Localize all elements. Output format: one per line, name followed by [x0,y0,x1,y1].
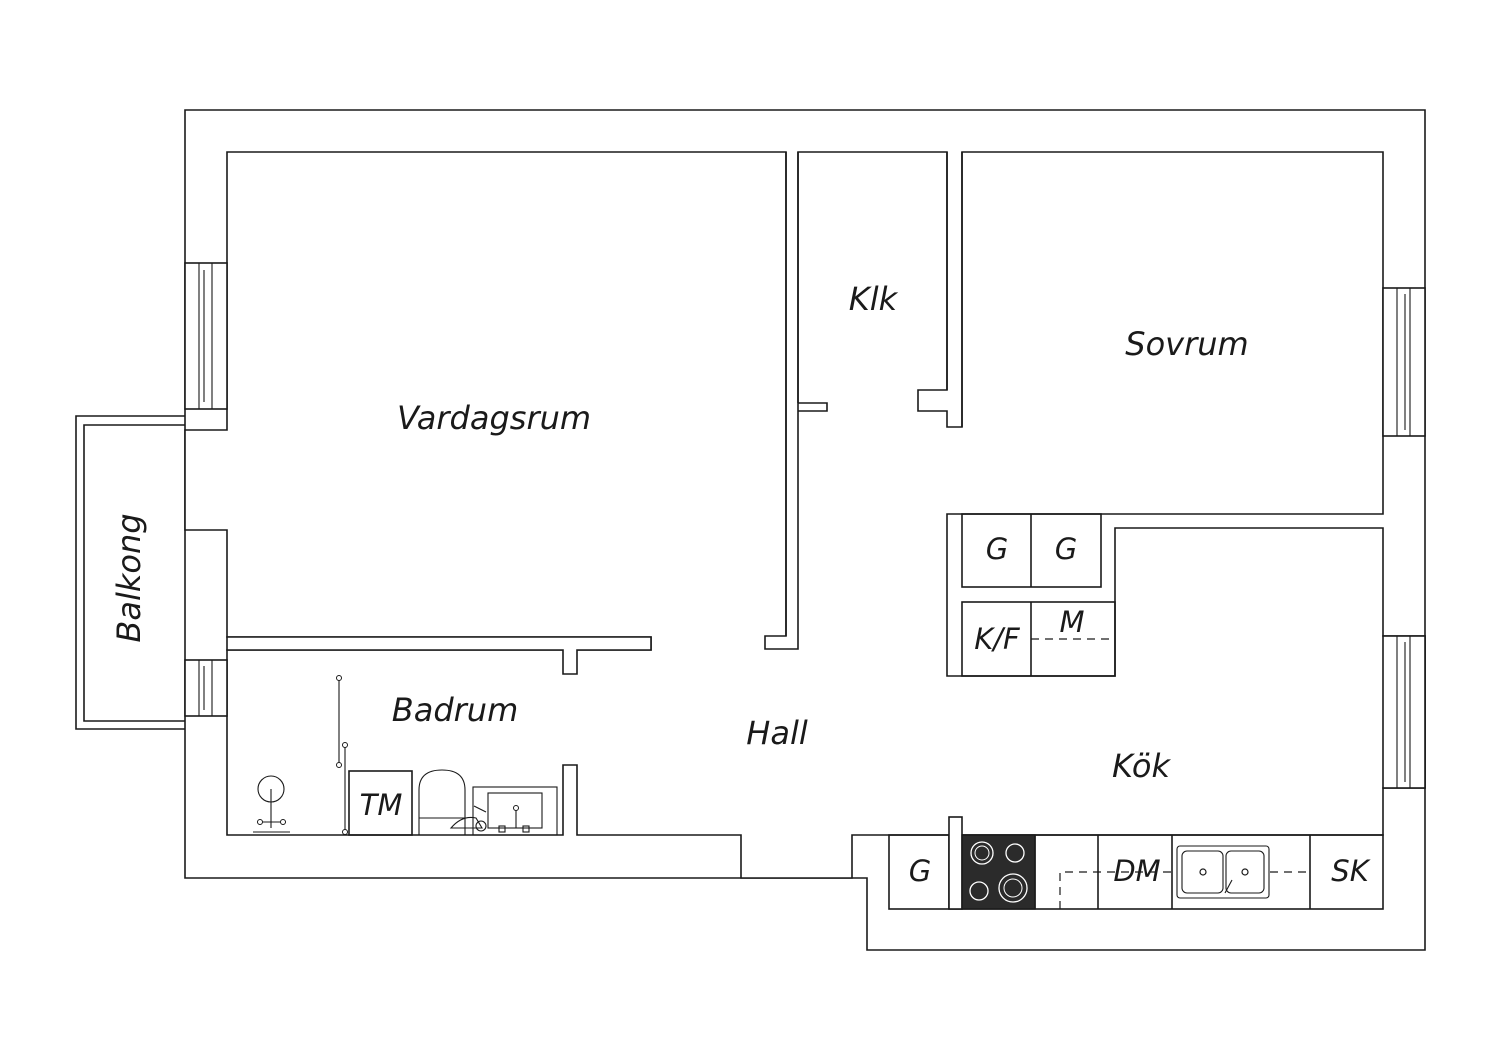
washing-machine-icon [348,770,413,836]
fixture-label-g1: G [986,532,1008,566]
window-kitchen [1382,635,1426,789]
fixture-label-kf: K/F [974,622,1021,656]
kitchen-cabinets [961,513,1116,677]
window-bedroom [1382,287,1426,437]
washbasin-icon [449,786,558,836]
room-label-kok: Kök [1112,747,1171,785]
room-label-klk: Klk [849,280,899,318]
window-living-room [184,262,228,410]
toilet-icon [418,769,466,835]
fixture-label-g3: G [909,854,931,888]
fixture-label-m: M [1059,605,1084,639]
room-label-badrum: Badrum [392,691,518,729]
sink-icon [1176,845,1270,899]
bathroom-top-wall [226,636,652,675]
stove-icon [961,834,1036,910]
fixture-label-g2: G [1055,532,1077,566]
room-label-hall: Hall [746,714,808,752]
fixture-label-tm: TM [360,788,403,822]
room-label-balkong: Balkong [110,513,148,642]
window-bathroom [184,659,228,717]
fixture-label-sk: SK [1331,854,1370,888]
fixture-label-dm: DM [1113,854,1160,888]
room-label-sovrum: Sovrum [1125,325,1248,363]
balcony [75,415,185,730]
room-label-vardagsrum: Vardagsrum [397,399,591,437]
shower-head-icon [253,775,290,833]
shower-icon [336,675,348,835]
